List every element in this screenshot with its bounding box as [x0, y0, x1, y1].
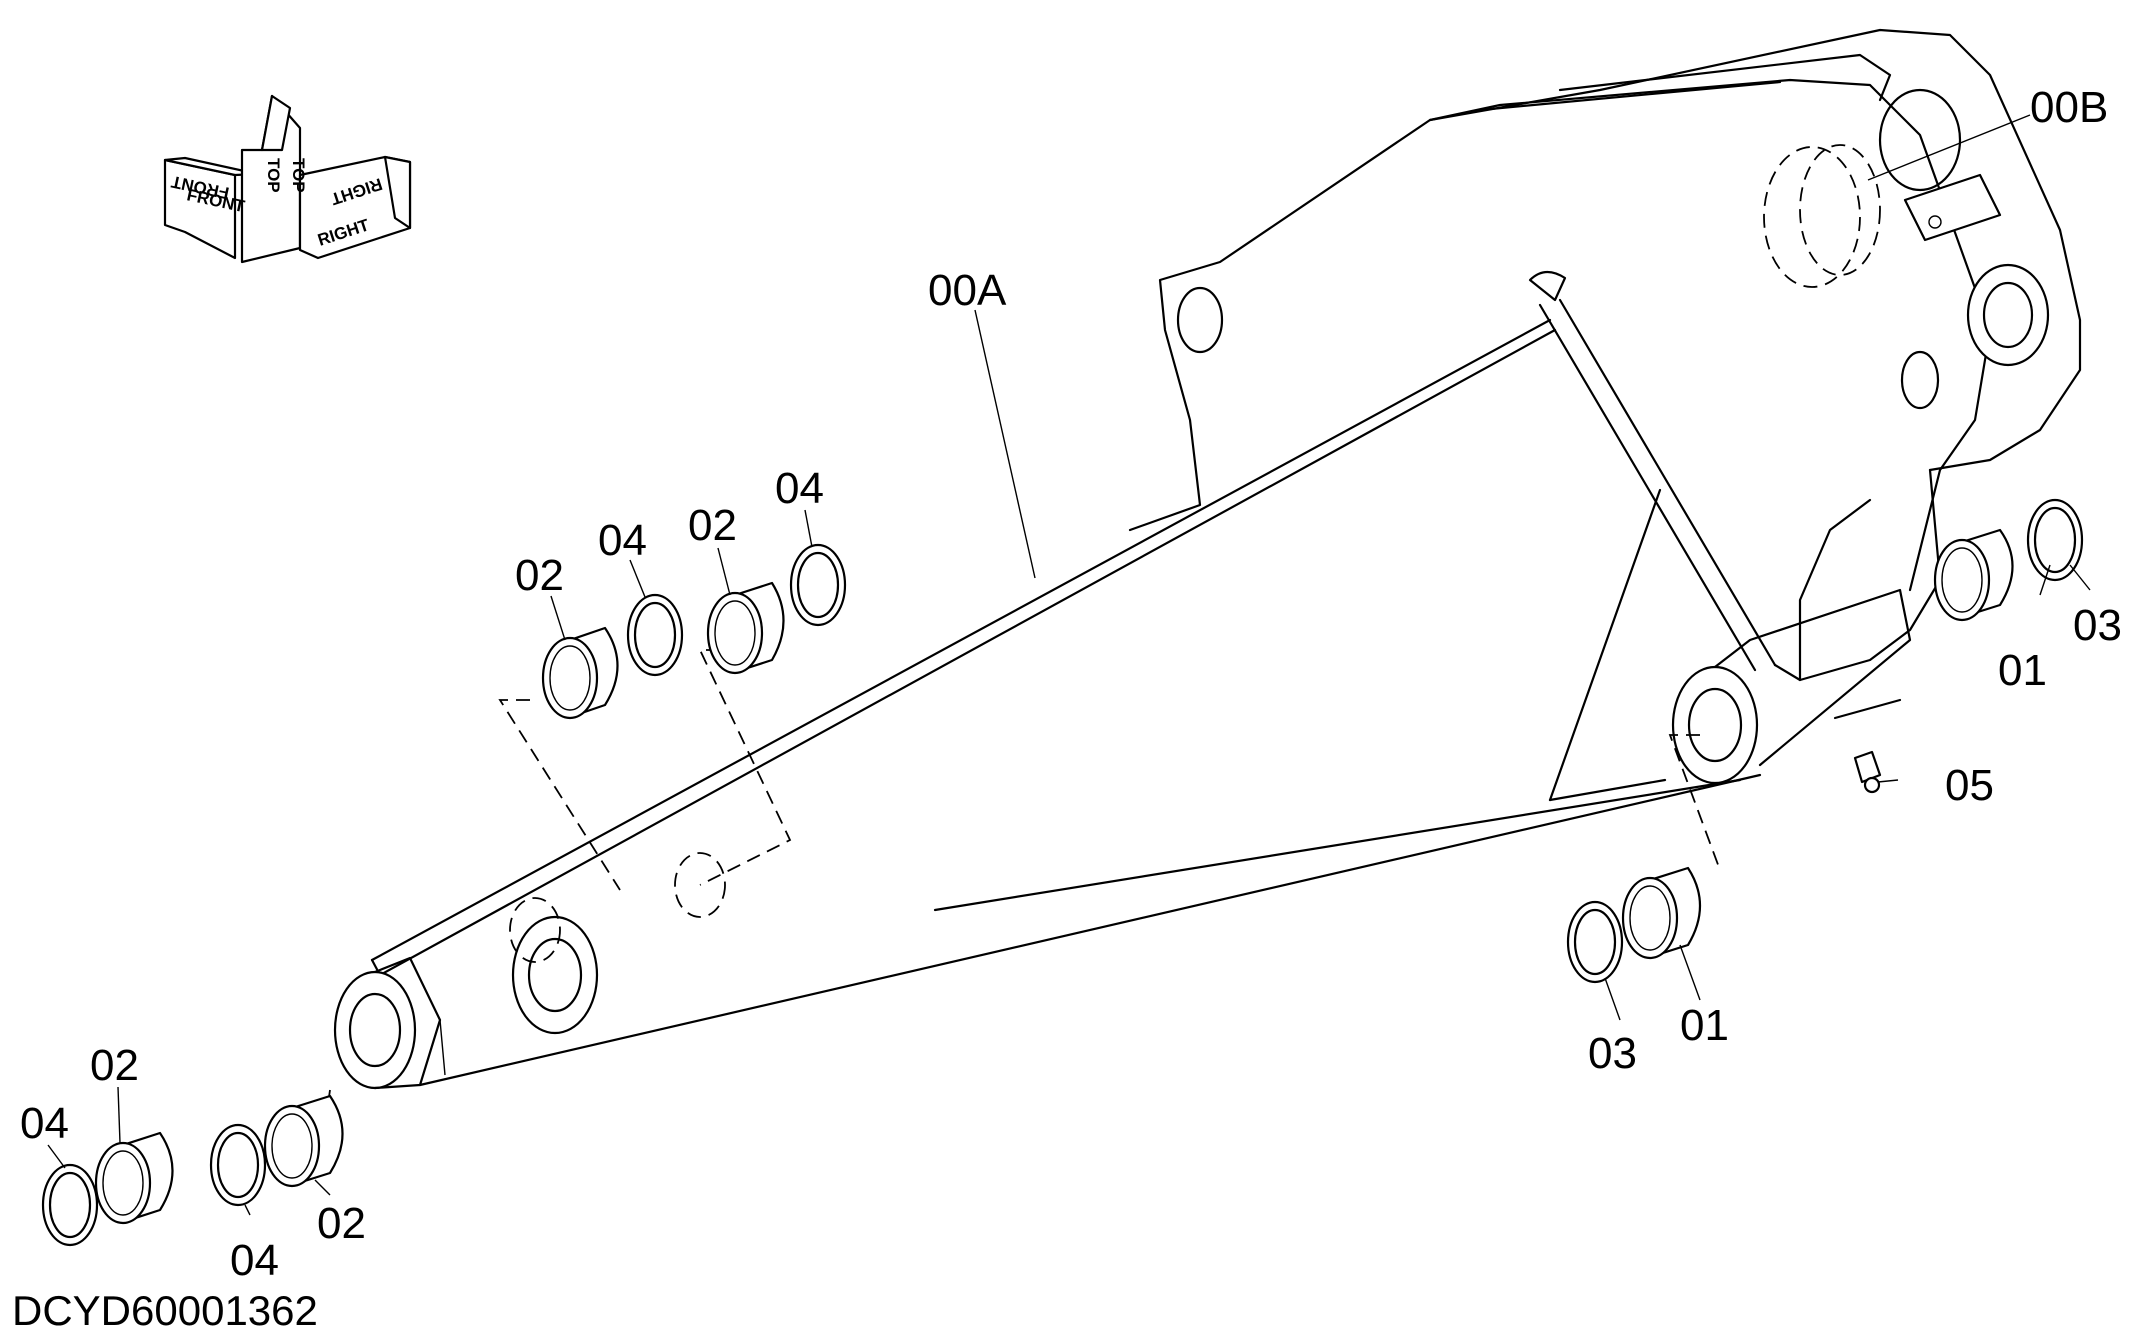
callout-02-c: 02 [90, 1041, 139, 1090]
shim-04-upper-left [626, 593, 684, 677]
orientation-top-label: TOP [264, 158, 283, 193]
bushing-01-lower [1621, 866, 1702, 960]
shim-03-right [2026, 498, 2084, 582]
callout-01-a: 01 [1998, 646, 2047, 695]
bushing-01-right [1933, 528, 2014, 622]
shim-04-lower-left [41, 1163, 99, 1247]
bushing-02-upper-left [541, 626, 619, 720]
parts-group [41, 498, 2084, 1247]
bushing-02-lower-right [263, 1094, 344, 1188]
callout-02-b: 02 [688, 501, 737, 550]
callout-02-d: 02 [317, 1199, 366, 1248]
shim-03-lower [1566, 900, 1624, 984]
shim-04-lower-right [209, 1123, 267, 1207]
bushing-02-upper-center [706, 581, 785, 675]
callout-leader-lines [47, 114, 2091, 1216]
callout-04-b: 04 [775, 464, 824, 513]
callout-03-b: 03 [1588, 1029, 1637, 1078]
orientation-arrows-icon: FRONT FRONT TOP TOP RIGHT RIGHT [163, 94, 412, 264]
assembly-leader-lines [319, 649, 1721, 1161]
grease-fitting-05 [1853, 750, 1882, 794]
bushing-02-lower-left [94, 1131, 174, 1225]
callout-04-a: 04 [598, 516, 647, 565]
callout-04-c: 04 [20, 1099, 69, 1148]
shim-04-upper-right [789, 543, 847, 627]
callout-02-a: 02 [515, 551, 564, 600]
callout-03-a: 03 [2073, 601, 2122, 650]
callout-01-b: 01 [1680, 1001, 1729, 1050]
boom-body [333, 28, 2082, 1090]
callout-05: 05 [1945, 761, 1994, 810]
callout-00B: 00B [2030, 83, 2108, 132]
callout-04-d: 04 [230, 1236, 279, 1285]
callout-00A: 00A [928, 266, 1007, 315]
figure-id: DCYD60001362 [12, 1287, 318, 1334]
orientation-top-label-mirror: TOP [289, 158, 308, 193]
